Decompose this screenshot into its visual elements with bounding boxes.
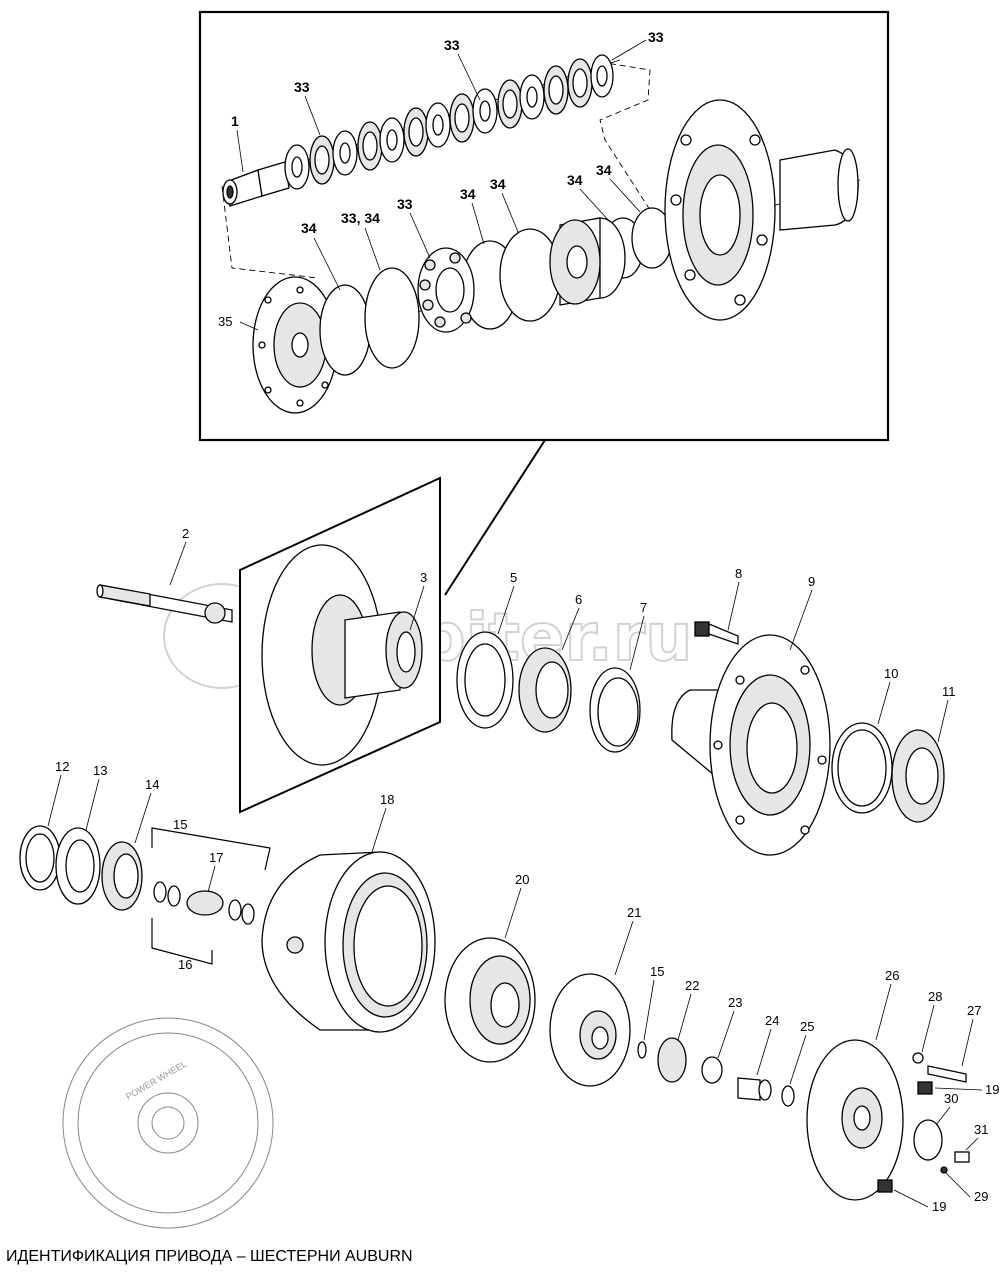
part-labels: 2 3 5 6 7 8 9 10 11 12 13 14 15 16 17 18… <box>47 526 999 1214</box>
inset-part-1-sleeve <box>222 161 290 207</box>
inset-part-33-disc-stack <box>284 54 614 190</box>
inset-part-33-roller-cage <box>417 247 475 333</box>
label-7: 7 <box>640 600 647 615</box>
parts-12-13-14 <box>19 825 143 911</box>
power-wheel-logo: POWER WHEEL <box>62 1017 274 1229</box>
part-21-carrier <box>549 973 631 1087</box>
parts-5-6-7 <box>456 631 641 753</box>
label-34: 34 <box>490 176 506 192</box>
label-35: 35 <box>218 314 232 329</box>
label-16: 16 <box>178 957 192 972</box>
label-5: 5 <box>510 570 517 585</box>
label-33: 33 <box>444 37 460 53</box>
label-22: 22 <box>685 978 699 993</box>
part-26-cover <box>806 1039 970 1201</box>
part-20-carrier <box>444 937 536 1063</box>
parts-15-22-23-24-25 <box>637 1037 795 1107</box>
label-14: 14 <box>145 777 159 792</box>
label-33: 33 <box>397 196 413 212</box>
label-9: 9 <box>808 574 815 589</box>
part-8-bolt <box>694 621 739 645</box>
label-2: 2 <box>182 526 189 541</box>
label-13: 13 <box>93 763 107 778</box>
hub-view-panel <box>239 476 441 814</box>
inset-callout-line <box>444 439 546 596</box>
label-34: 34 <box>596 162 612 178</box>
label-12: 12 <box>55 759 69 774</box>
label-34: 34 <box>460 186 476 202</box>
label-11: 11 <box>942 684 956 699</box>
label-6: 6 <box>575 592 582 607</box>
parts-10-11 <box>831 722 945 823</box>
label-21: 21 <box>627 905 641 920</box>
label-15: 15 <box>173 817 187 832</box>
label-34: 34 <box>301 220 317 236</box>
label-24: 24 <box>765 1013 779 1028</box>
label-15: 15 <box>650 964 664 979</box>
parts-15-16-17 <box>151 827 271 965</box>
page-caption: ИДЕНТИФИКАЦИЯ ПРИВОДА – ШЕСТЕРНИ AUBURN <box>6 1248 413 1265</box>
label-1: 1 <box>231 113 239 129</box>
label-25: 25 <box>800 1019 814 1034</box>
label-8: 8 <box>735 566 742 581</box>
label-33-34: 33, 34 <box>341 210 380 226</box>
inset-housing <box>664 99 859 321</box>
label-34: 34 <box>567 172 583 188</box>
label-17: 17 <box>209 850 223 865</box>
label-19: 19 <box>932 1199 946 1214</box>
label-30: 30 <box>944 1091 958 1106</box>
label-33: 33 <box>648 29 664 45</box>
label-20: 20 <box>515 872 529 887</box>
label-19: 19 <box>985 1082 999 1097</box>
detail-inset: 1 33 33 33 33 33, 34 34 34 34 34 34 35 <box>198 10 890 596</box>
inset-piston <box>549 217 626 306</box>
label-10: 10 <box>884 666 898 681</box>
label-18: 18 <box>380 792 394 807</box>
part-2-shaft <box>96 584 233 624</box>
part-18-ring-gear <box>261 851 436 1033</box>
label-27: 27 <box>967 1003 981 1018</box>
part-9-hub <box>671 634 831 856</box>
inset-part-35-plate <box>252 276 338 414</box>
label-26: 26 <box>885 968 899 983</box>
label-31: 31 <box>974 1122 988 1137</box>
label-28: 28 <box>928 989 942 1004</box>
label-23: 23 <box>728 995 742 1010</box>
label-3: 3 <box>420 570 427 585</box>
label-33: 33 <box>294 79 310 95</box>
label-29: 29 <box>974 1189 988 1204</box>
